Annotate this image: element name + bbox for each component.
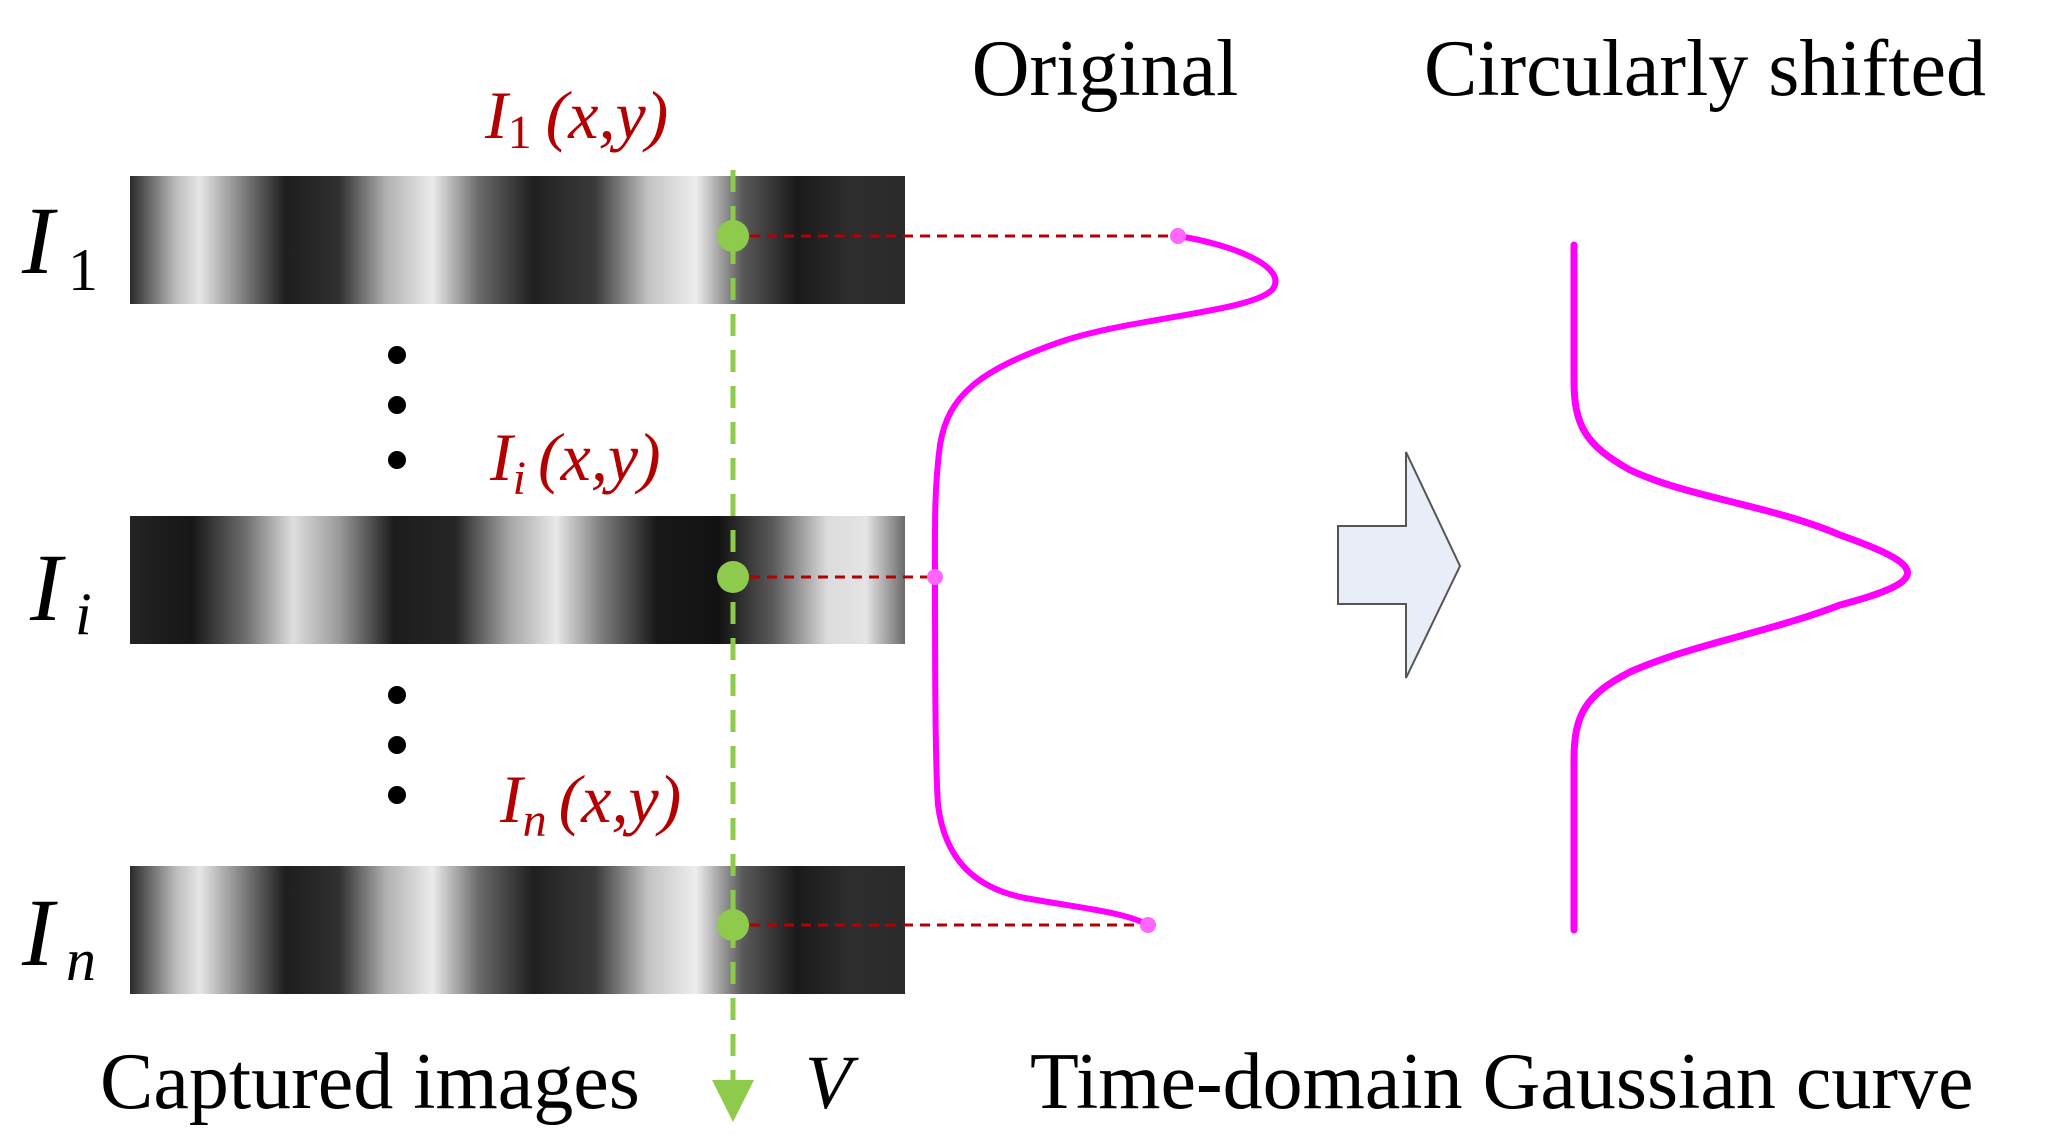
- pixel-label-n-sub: n: [523, 794, 547, 847]
- image-label-n-base: I: [21, 879, 58, 986]
- original-curve-point-top: [1170, 228, 1186, 244]
- caption-time-domain-gaussian-curve: Time-domain Gaussian curve: [1030, 1038, 1974, 1126]
- caption-captured-images: Captured images: [100, 1038, 640, 1126]
- pixel-label-i: Ii(x,y): [489, 419, 661, 505]
- image-label-1-sub: 1: [68, 237, 98, 303]
- image-label-n-sub: n: [66, 927, 96, 993]
- shifted-gaussian-curve: [1570, 241, 1911, 934]
- caption-vertical-axis: V: [805, 1041, 859, 1125]
- pixel-point-1: [717, 220, 749, 252]
- pixel-point-i: [717, 561, 749, 593]
- image-label-n: I n: [21, 879, 96, 993]
- pixel-label-n: In(x,y): [499, 761, 681, 847]
- pixel-point-n: [717, 909, 749, 941]
- pixel-label-i-base: I: [489, 419, 516, 495]
- transform-arrow: [1337, 451, 1462, 679]
- image-label-i-base: I: [29, 534, 66, 641]
- pixel-label-1-base: I: [484, 77, 511, 153]
- vertical-guide-arrowhead: [712, 1080, 754, 1122]
- original-curve-point-mid: [927, 569, 943, 585]
- heading-circularly-shifted: Circularly shifted: [1424, 25, 1986, 113]
- pixel-label-1: I1 (x,y): [484, 77, 668, 159]
- ellipsis-dots-lower: [388, 686, 406, 804]
- image-label-i-sub: i: [75, 581, 92, 647]
- pixel-label-i-sub: i: [513, 452, 526, 505]
- heading-original: Original: [972, 25, 1239, 113]
- pixel-label-1-sub: 1: [508, 106, 532, 159]
- pixel-label-n-base: I: [499, 761, 526, 837]
- original-curve-point-bottom: [1140, 917, 1156, 933]
- pixel-label-i-coords: (x,y): [538, 419, 661, 495]
- pixel-label-1-coords: (x,y): [546, 77, 669, 153]
- captured-image-i: [130, 516, 905, 644]
- pixel-label-n-coords: (x,y): [559, 761, 682, 837]
- original-curve: [931, 233, 1279, 928]
- image-label-i: I i: [29, 534, 92, 647]
- ellipsis-dots-upper: [388, 346, 406, 469]
- captured-image-n: [130, 866, 905, 994]
- image-label-1: I 1: [21, 187, 98, 303]
- image-label-1-base: I: [21, 187, 58, 294]
- captured-image-1: [130, 176, 905, 304]
